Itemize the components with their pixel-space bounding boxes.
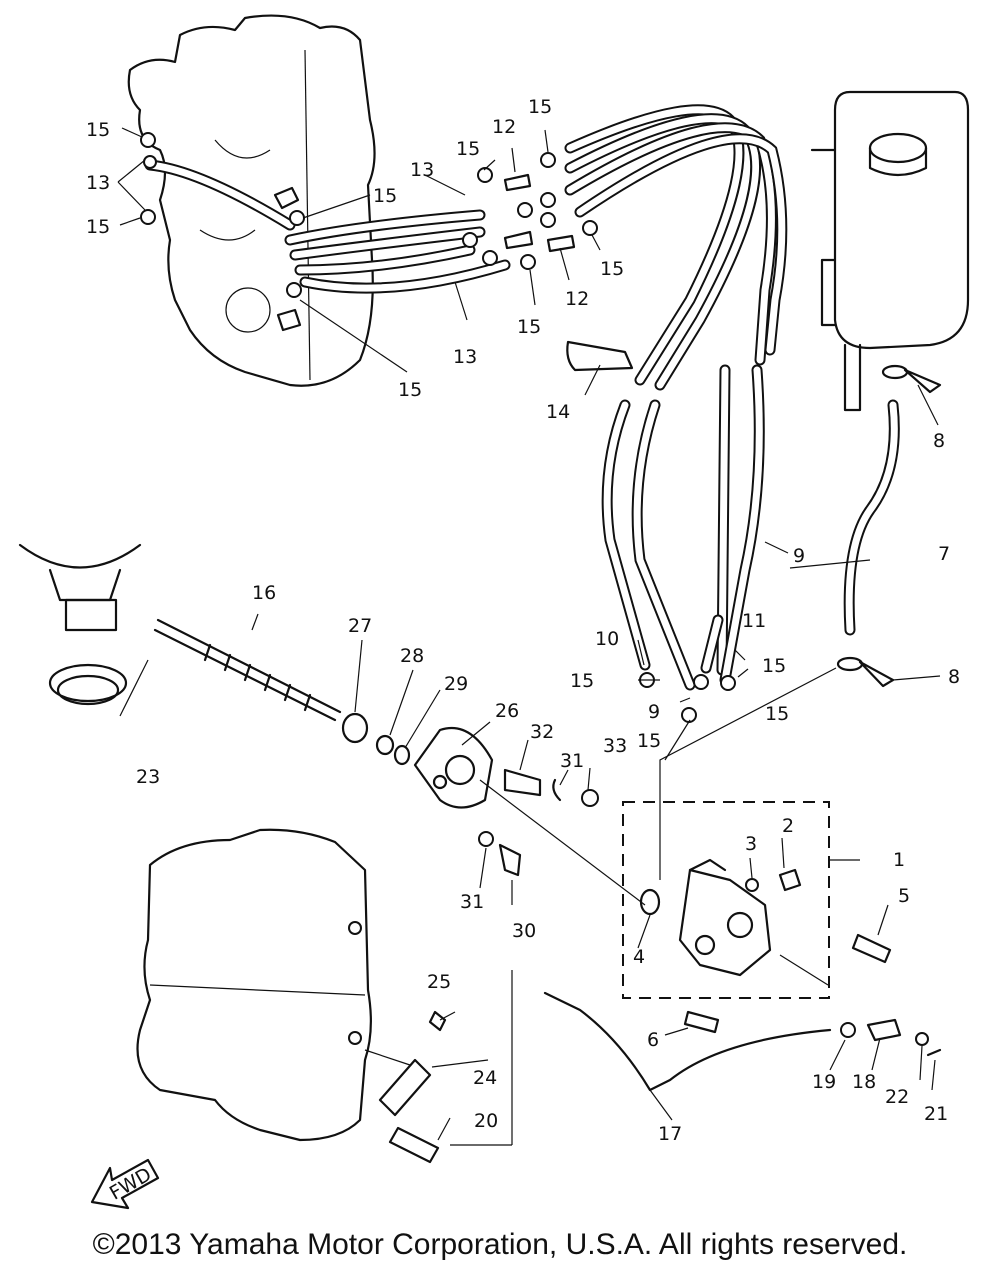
label-9: 9 — [648, 701, 660, 723]
label-15: 15 — [765, 703, 789, 725]
label-15: 15 — [517, 316, 541, 338]
label-3: 3 — [745, 833, 757, 855]
label-7: 7 — [938, 543, 950, 565]
label-15: 15 — [528, 96, 552, 118]
drive-drum — [18, 543, 142, 706]
label-15: 15 — [86, 216, 110, 238]
leader-lines — [117, 127, 941, 1146]
pump-assembly-box — [622, 801, 830, 999]
label-33: 33 — [603, 735, 627, 757]
label-28: 28 — [400, 645, 424, 667]
label-20: 20 — [474, 1110, 498, 1132]
label-11: 11 — [742, 610, 766, 632]
label-27: 27 — [348, 615, 372, 637]
label-29: 29 — [444, 673, 468, 695]
oil-pump — [639, 858, 892, 1034]
label-23: 23 — [136, 766, 160, 788]
oil-hoses — [144, 104, 900, 691]
label-26: 26 — [495, 700, 519, 722]
label-16: 16 — [252, 582, 276, 604]
label-9: 9 — [793, 545, 805, 567]
engine-block-upper — [127, 14, 376, 387]
hose-holder — [566, 340, 634, 372]
label-15: 15 — [637, 730, 661, 752]
drive-shaft — [153, 618, 411, 766]
label-13: 13 — [453, 346, 477, 368]
label-25: 25 — [427, 971, 451, 993]
label-12: 12 — [492, 116, 516, 138]
label-13: 13 — [86, 172, 110, 194]
label-30: 30 — [512, 920, 536, 942]
label-15: 15 — [86, 119, 110, 141]
control-lever — [378, 1010, 447, 1164]
part-labels: 15 13 15 15 13 15 12 15 15 12 15 13 15 1… — [86, 96, 960, 1145]
label-32: 32 — [530, 721, 554, 743]
label-8: 8 — [933, 430, 945, 452]
control-rod — [543, 991, 832, 1092]
label-24: 24 — [473, 1067, 497, 1089]
label-4: 4 — [633, 946, 645, 968]
label-15: 15 — [570, 670, 594, 692]
label-15: 15 — [373, 185, 397, 207]
label-17: 17 — [658, 1123, 682, 1145]
label-12: 12 — [565, 288, 589, 310]
rod-end-fittings — [840, 1018, 942, 1057]
label-15: 15 — [600, 258, 624, 280]
label-18: 18 — [852, 1071, 876, 1093]
label-31: 31 — [460, 891, 484, 913]
label-5: 5 — [898, 885, 910, 907]
label-2: 2 — [782, 815, 794, 837]
hose-joints — [140, 132, 736, 723]
label-19: 19 — [812, 1071, 836, 1093]
label-22: 22 — [885, 1086, 909, 1108]
pump-housing — [413, 726, 542, 809]
label-6: 6 — [647, 1029, 659, 1051]
label-21: 21 — [924, 1103, 948, 1125]
oil-tank — [810, 90, 970, 412]
small-fittings — [478, 778, 599, 877]
label-8: 8 — [948, 666, 960, 688]
label-15: 15 — [762, 655, 786, 677]
label-14: 14 — [546, 401, 570, 423]
label-13: 13 — [410, 159, 434, 181]
engine-block-lower — [136, 828, 372, 1142]
label-15: 15 — [398, 379, 422, 401]
forward-arrow: FWD — [90, 1158, 160, 1210]
copyright-notice: ©2013 Yamaha Motor Corporation, U.S.A. A… — [92, 1228, 908, 1261]
label-15: 15 — [456, 138, 480, 160]
label-1: 1 — [893, 849, 905, 871]
hose-clamps — [836, 364, 942, 688]
label-10: 10 — [595, 628, 619, 650]
label-31: 31 — [560, 750, 584, 772]
